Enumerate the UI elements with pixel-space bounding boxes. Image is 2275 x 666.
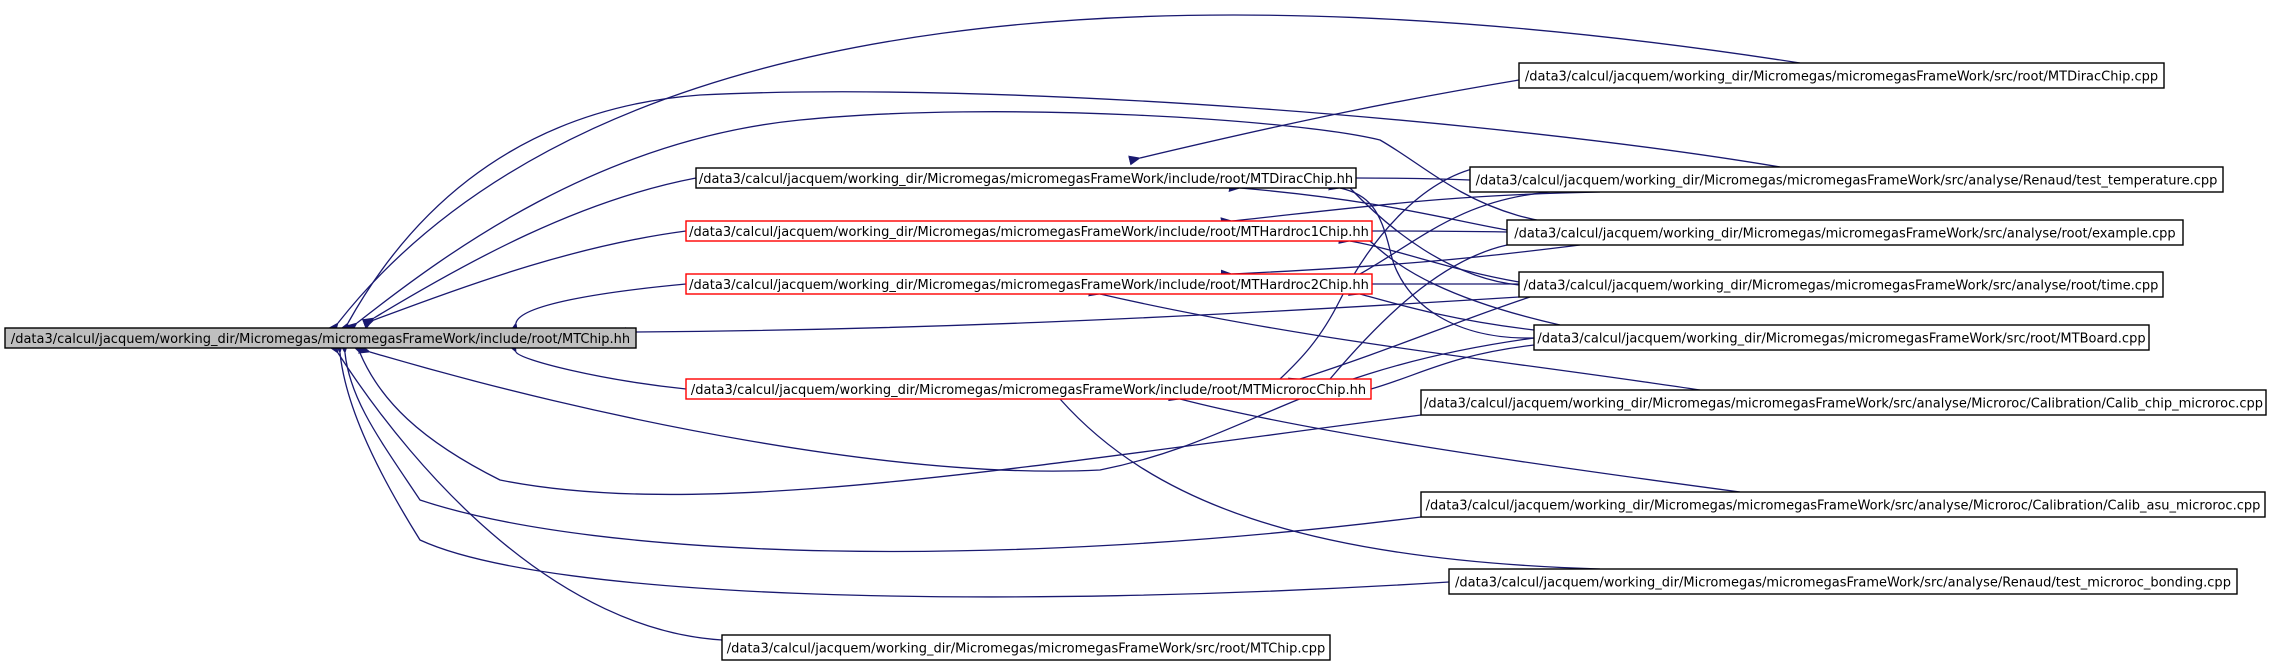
edge-time-cpp-to-mtmicrorocchip-hh xyxy=(1287,296,1531,388)
edge-test-temperature-cpp-to-mthardroc2chip-hh xyxy=(1347,191,1551,284)
edge-mtdiracchip-cpp-to-mtdiracchip-hh xyxy=(1128,79,1520,166)
edge-mthardroc1chip-hh-to-mtchip-hh xyxy=(361,230,687,329)
edge-mtboard-cpp-to-mtmicrorocchip-hh xyxy=(1359,344,1535,397)
edge-mtboard-cpp-to-mtchip-hh xyxy=(358,337,1535,472)
node-mtchip-hh[interactable]: /data3/calcul/jacquem/working_dir/Microm… xyxy=(4,327,637,349)
node-label-mtchip-cpp: /data3/calcul/jacquem/working_dir/Microm… xyxy=(727,642,1325,657)
node-box-mtdiracchip-hh xyxy=(695,167,1357,189)
edge-layer xyxy=(327,14,1801,641)
edge-calib-chip-microroc-cpp-to-mtchip-hh xyxy=(351,340,1422,496)
edge-test-temperature-cpp-to-mthardroc1chip-hh xyxy=(1220,191,1601,228)
node-box-mthardroc2chip-hh xyxy=(685,273,1373,295)
node-mtboard-cpp[interactable]: /data3/calcul/jacquem/working_dir/Microm… xyxy=(1533,324,2150,351)
node-layer: /data3/calcul/jacquem/working_dir/Microm… xyxy=(4,62,2267,661)
node-label-mtdiracchip-cpp: /data3/calcul/jacquem/working_dir/Microm… xyxy=(1525,70,2158,85)
edge-example-cpp-to-mtchip-hh xyxy=(345,111,1701,334)
node-box-mtboard-cpp xyxy=(1533,324,2150,351)
edge-example-cpp-to-mthardroc2chip-hh xyxy=(1220,244,1581,280)
edge-mtboard-cpp-to-mthardroc2chip-hh xyxy=(1348,286,1535,331)
node-box-mtchip-hh xyxy=(4,327,637,349)
node-box-calib-asu-microroc-cpp xyxy=(1420,491,2266,518)
node-box-calib-chip-microroc-cpp xyxy=(1420,389,2267,416)
edge-calib-asu-microroc-cpp-to-mtchip-hh xyxy=(338,341,1422,553)
edge-test-temperature-cpp-to-mtchip-hh xyxy=(338,91,1781,336)
node-time-cpp[interactable]: /data3/calcul/jacquem/working_dir/Microm… xyxy=(1518,271,2164,298)
node-box-time-cpp xyxy=(1518,271,2164,298)
node-label-mtchip-hh: /data3/calcul/jacquem/working_dir/Microm… xyxy=(11,332,630,347)
node-label-mtdiracchip-hh: /data3/calcul/jacquem/working_dir/Microm… xyxy=(699,172,1353,187)
node-box-mtchip-cpp xyxy=(721,634,1331,661)
node-test-microroc-bonding-cpp[interactable]: /data3/calcul/jacquem/working_dir/Microm… xyxy=(1448,568,2238,595)
edge-calib-asu-microroc-cpp-to-mtmicrorocchip-hh xyxy=(1168,391,1741,493)
node-box-mtdiracchip-cpp xyxy=(1518,62,2165,89)
node-label-calib-asu-microroc-cpp: /data3/calcul/jacquem/working_dir/Microm… xyxy=(1426,499,2261,514)
node-mtmicrorocchip-hh[interactable]: /data3/calcul/jacquem/working_dir/Microm… xyxy=(685,378,1372,400)
edge-time-cpp-to-mthardroc1chip-hh xyxy=(1338,234,1520,283)
node-label-mtmicrorocchip-hh: /data3/calcul/jacquem/working_dir/Microm… xyxy=(691,383,1366,398)
edge-test-microroc-bonding-cpp-to-mtchip-hh xyxy=(333,341,1450,598)
edge-mtchip-cpp-to-mtchip-hh xyxy=(327,341,723,641)
node-mtdiracchip-hh[interactable]: /data3/calcul/jacquem/working_dir/Microm… xyxy=(695,167,1357,189)
edge-example-cpp-to-mtmicrorocchip-hh xyxy=(1319,244,1508,391)
node-calib-asu-microroc-cpp[interactable]: /data3/calcul/jacquem/working_dir/Microm… xyxy=(1420,491,2266,518)
node-label-time-cpp: /data3/calcul/jacquem/working_dir/Microm… xyxy=(1524,279,2159,294)
node-mtchip-cpp[interactable]: /data3/calcul/jacquem/working_dir/Microm… xyxy=(721,634,1331,661)
node-test-temperature-cpp[interactable]: /data3/calcul/jacquem/working_dir/Microm… xyxy=(1469,166,2224,193)
node-label-calib-chip-microroc-cpp: /data3/calcul/jacquem/working_dir/Microm… xyxy=(1424,397,2263,412)
node-box-test-temperature-cpp xyxy=(1469,166,2224,193)
edge-mthardroc2chip-hh-to-mtchip-hh xyxy=(508,283,687,335)
node-box-mtmicrorocchip-hh xyxy=(685,378,1372,400)
node-label-test-temperature-cpp: /data3/calcul/jacquem/working_dir/Microm… xyxy=(1476,174,2218,189)
node-mtdiracchip-cpp[interactable]: /data3/calcul/jacquem/working_dir/Microm… xyxy=(1518,62,2165,89)
edge-mtmicrorocchip-hh-to-mtchip-hh xyxy=(506,339,687,390)
node-label-mthardroc1chip-hh: /data3/calcul/jacquem/working_dir/Microm… xyxy=(689,225,1369,240)
node-label-test-microroc-bonding-cpp: /data3/calcul/jacquem/working_dir/Microm… xyxy=(1455,576,2231,591)
edge-time-cpp-to-mtdiracchip-hh xyxy=(1338,176,1520,286)
edge-test-microroc-bonding-cpp-to-mtmicrorocchip-hh xyxy=(1048,387,1601,570)
node-example-cpp[interactable]: /data3/calcul/jacquem/working_dir/Microm… xyxy=(1506,219,2184,246)
edge-calib-chip-microroc-cpp-to-mthardroc2chip-hh xyxy=(1088,286,1701,391)
edge-time-cpp-to-mtchip-hh xyxy=(624,296,1520,338)
edge-mtdiracchip-cpp-to-mtchip-hh xyxy=(327,14,1801,335)
edge-example-cpp-to-mthardroc1chip-hh xyxy=(1360,225,1508,236)
node-mthardroc2chip-hh[interactable]: /data3/calcul/jacquem/working_dir/Microm… xyxy=(685,273,1373,295)
node-label-example-cpp: /data3/calcul/jacquem/working_dir/Microm… xyxy=(1514,227,2175,242)
node-label-mthardroc2chip-hh: /data3/calcul/jacquem/working_dir/Microm… xyxy=(689,278,1369,293)
node-box-test-microroc-bonding-cpp xyxy=(1448,568,2238,595)
edge-mtdiracchip-hh-to-mtchip-hh xyxy=(361,177,697,328)
edge-test-temperature-cpp-to-mtdiracchip-hh xyxy=(1344,172,1471,183)
node-box-mthardroc1chip-hh xyxy=(685,220,1373,242)
node-mthardroc1chip-hh[interactable]: /data3/calcul/jacquem/working_dir/Microm… xyxy=(685,220,1373,242)
node-box-example-cpp xyxy=(1506,219,2184,246)
node-label-mtboard-cpp: /data3/calcul/jacquem/working_dir/Microm… xyxy=(1537,332,2145,347)
node-calib-chip-microroc-cpp[interactable]: /data3/calcul/jacquem/working_dir/Microm… xyxy=(1420,389,2267,416)
